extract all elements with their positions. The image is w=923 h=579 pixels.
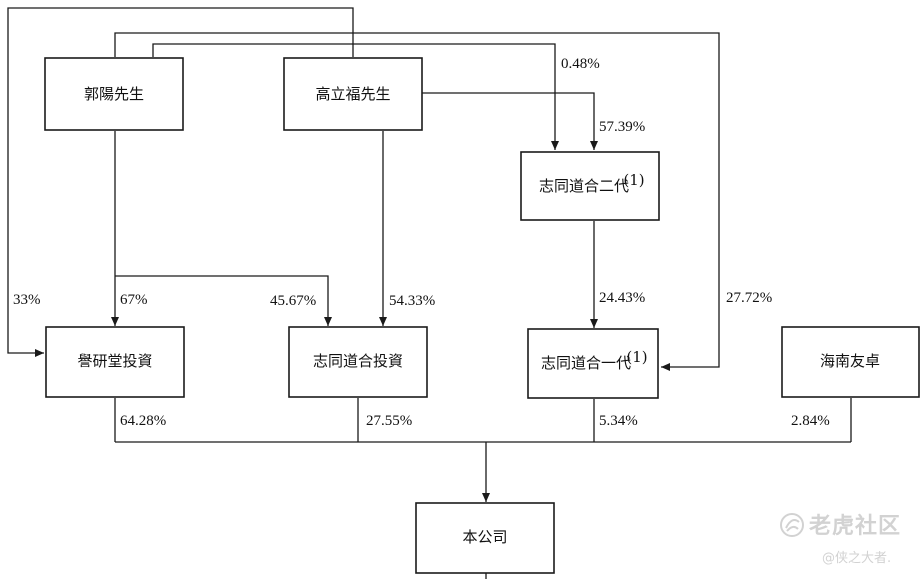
tiger-logo-icon (780, 513, 804, 537)
pct-guo-to-gen1: 27.72% (726, 290, 772, 306)
watermark-handle: @侠之大者. (822, 551, 891, 566)
watermark: 老虎社区 @侠之大者. (780, 513, 901, 566)
pct-zhitong-investment-to-company: 27.55% (366, 413, 412, 429)
connector-guo-to-zhitong-investment (115, 275, 332, 326)
percentage-labels: 0.48% 57.39% 33% 67% 45.67% 54.33% 24.43… (13, 56, 830, 429)
connector-gao-to-yu-yantang (7, 7, 354, 357)
pct-hainan-to-company: 2.84% (791, 413, 830, 429)
pct-yu-yantang-to-company: 64.28% (120, 413, 166, 429)
node-guo-yang-label: 郭陽先生 (84, 85, 144, 103)
pct-gen2-to-gen1: 24.43% (599, 290, 645, 306)
node-zhitong-gen2-label: 志同道合二代 (539, 177, 629, 195)
connector-guo-to-gen2 (152, 43, 559, 150)
node-gao-lifu: 高立福先生 (283, 57, 423, 131)
pct-guo-to-yu-yantang: 67% (120, 292, 148, 308)
node-zhitong-gen1-note: (1) (626, 348, 647, 366)
pct-guo-to-zhitong-investment: 45.67% (270, 293, 316, 309)
node-company: 本公司 (415, 502, 555, 574)
node-hainan-youzhuo-label: 海南友卓 (820, 352, 880, 370)
node-yu-yantang: 譽研堂投資 (45, 326, 185, 398)
node-zhitong-gen1: 志同道合一代 (1) (527, 328, 659, 399)
node-gao-lifu-label: 高立福先生 (315, 85, 390, 103)
connectors (7, 7, 852, 579)
connector-gao-to-gen2 (422, 92, 598, 150)
node-zhitong-gen2-note: (1) (623, 171, 644, 189)
node-hainan-youzhuo: 海南友卓 (781, 326, 920, 398)
node-zhitong-gen2: 志同道合二代 (1) (520, 151, 660, 221)
watermark-brand: 老虎社区 (808, 513, 901, 539)
node-zhitong-gen1-label: 志同道合一代 (541, 354, 631, 372)
pct-gao-to-gen2-via-guo: 0.48% (561, 56, 600, 72)
node-company-label: 本公司 (462, 528, 507, 546)
node-guo-yang: 郭陽先生 (44, 57, 184, 131)
pct-gen1-to-company: 5.34% (599, 413, 638, 429)
connector-guo-to-gen1 (114, 32, 720, 371)
node-zhitong-investment: 志同道合投資 (288, 326, 428, 398)
node-zhitong-investment-label: 志同道合投資 (313, 352, 403, 370)
pct-gao-to-zhitong-investment: 54.33% (389, 293, 435, 309)
pct-outer-to-yu-yantang: 33% (13, 292, 41, 308)
pct-gao-to-gen2: 57.39% (599, 119, 645, 135)
node-yu-yantang-label: 譽研堂投資 (77, 352, 152, 370)
